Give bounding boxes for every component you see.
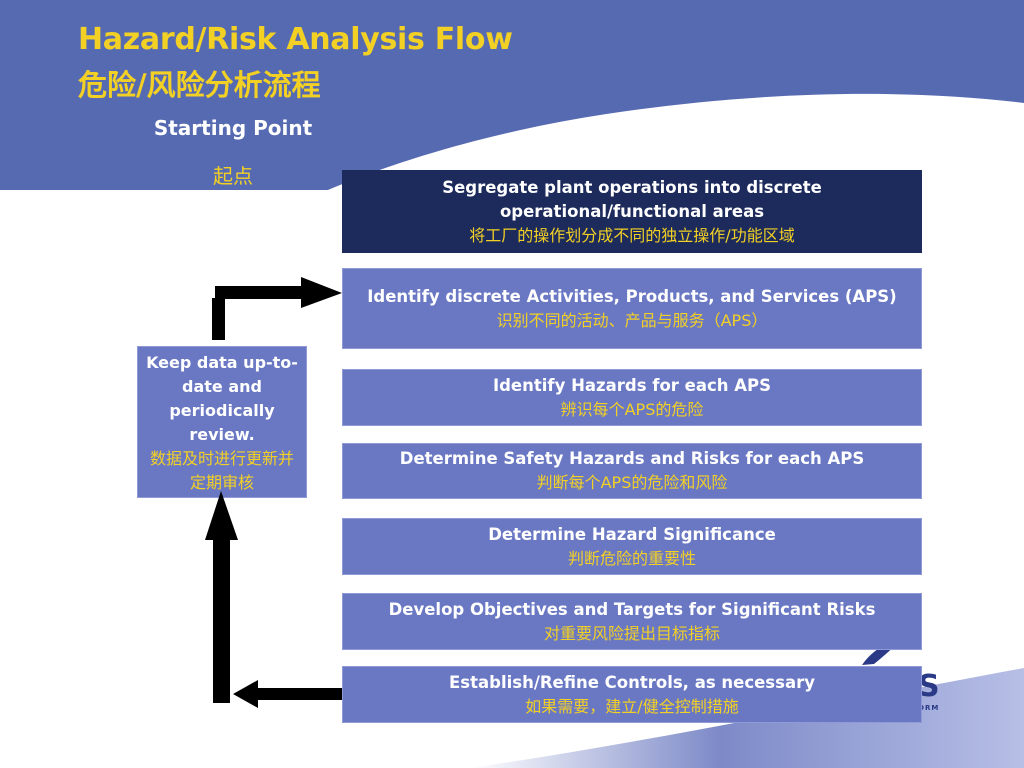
- step-text: Segregate plant operations into discrete…: [442, 177, 822, 221]
- review-text-chinese: 数据及时进行更新并定期审核: [149, 449, 294, 492]
- flow-step-hazard-significance: Determine Hazard Significance 判断危险的重要性: [342, 518, 922, 575]
- starting-point-label-chinese: 起点: [213, 164, 253, 188]
- step-text-chinese: 判断每个APS的危险和风险: [536, 473, 728, 492]
- step-text-chinese: 对重要风险提出目标指标: [543, 623, 720, 643]
- flow-step-objectives-targets: Develop Objectives and Targets for Signi…: [342, 593, 922, 650]
- flow-step-determine-risks: Determine Safety Hazards and Risks for e…: [342, 443, 922, 499]
- flow-step-segregate: Segregate plant operations into discrete…: [342, 170, 922, 253]
- header-blue-shape: [0, 0, 1024, 190]
- slide-title: Hazard/Risk Analysis Flow: [78, 22, 513, 57]
- step-text: Develop Objectives and Targets for Signi…: [388, 599, 876, 619]
- flow-step-identify-hazards: Identify Hazards for each APS 辨识每个APS的危险: [342, 369, 922, 426]
- review-text: Keep data up-to-date and periodically re…: [146, 353, 298, 444]
- flow-step-identify-aps: Identify discrete Activities, Products, …: [342, 268, 922, 349]
- brand-logo: S: [918, 669, 940, 704]
- brand-logo-subtext: ORM: [918, 704, 940, 712]
- slide-title-chinese: 危险/风险分析流程: [78, 68, 321, 102]
- step-text-chinese: 判断危险的重要性: [567, 548, 696, 568]
- starting-point-label: Starting Point: [153, 116, 313, 140]
- step-text: Establish/Refine Controls, as necessary: [449, 672, 815, 692]
- step-text: Identify discrete Activities, Products, …: [367, 286, 897, 306]
- step-text-chinese: 将工厂的操作划分成不同的独立操作/功能区域: [469, 225, 795, 245]
- review-box: Keep data up-to-date and periodically re…: [137, 346, 307, 498]
- step-text-chinese: 如果需要，建立/健全控制措施: [525, 696, 739, 716]
- step-text: Determine Safety Hazards and Risks for e…: [399, 449, 865, 468]
- bottom-swoosh: [470, 668, 1024, 768]
- step-text: Identify Hazards for each APS: [492, 375, 772, 395]
- step-text-chinese: 辨识每个APS的危险: [560, 399, 704, 419]
- step-text-chinese: 识别不同的活动、产品与服务（APS）: [496, 310, 768, 330]
- flow-step-establish-controls: Establish/Refine Controls, as necessary …: [342, 666, 922, 723]
- step-text: Determine Hazard Significance: [488, 524, 776, 544]
